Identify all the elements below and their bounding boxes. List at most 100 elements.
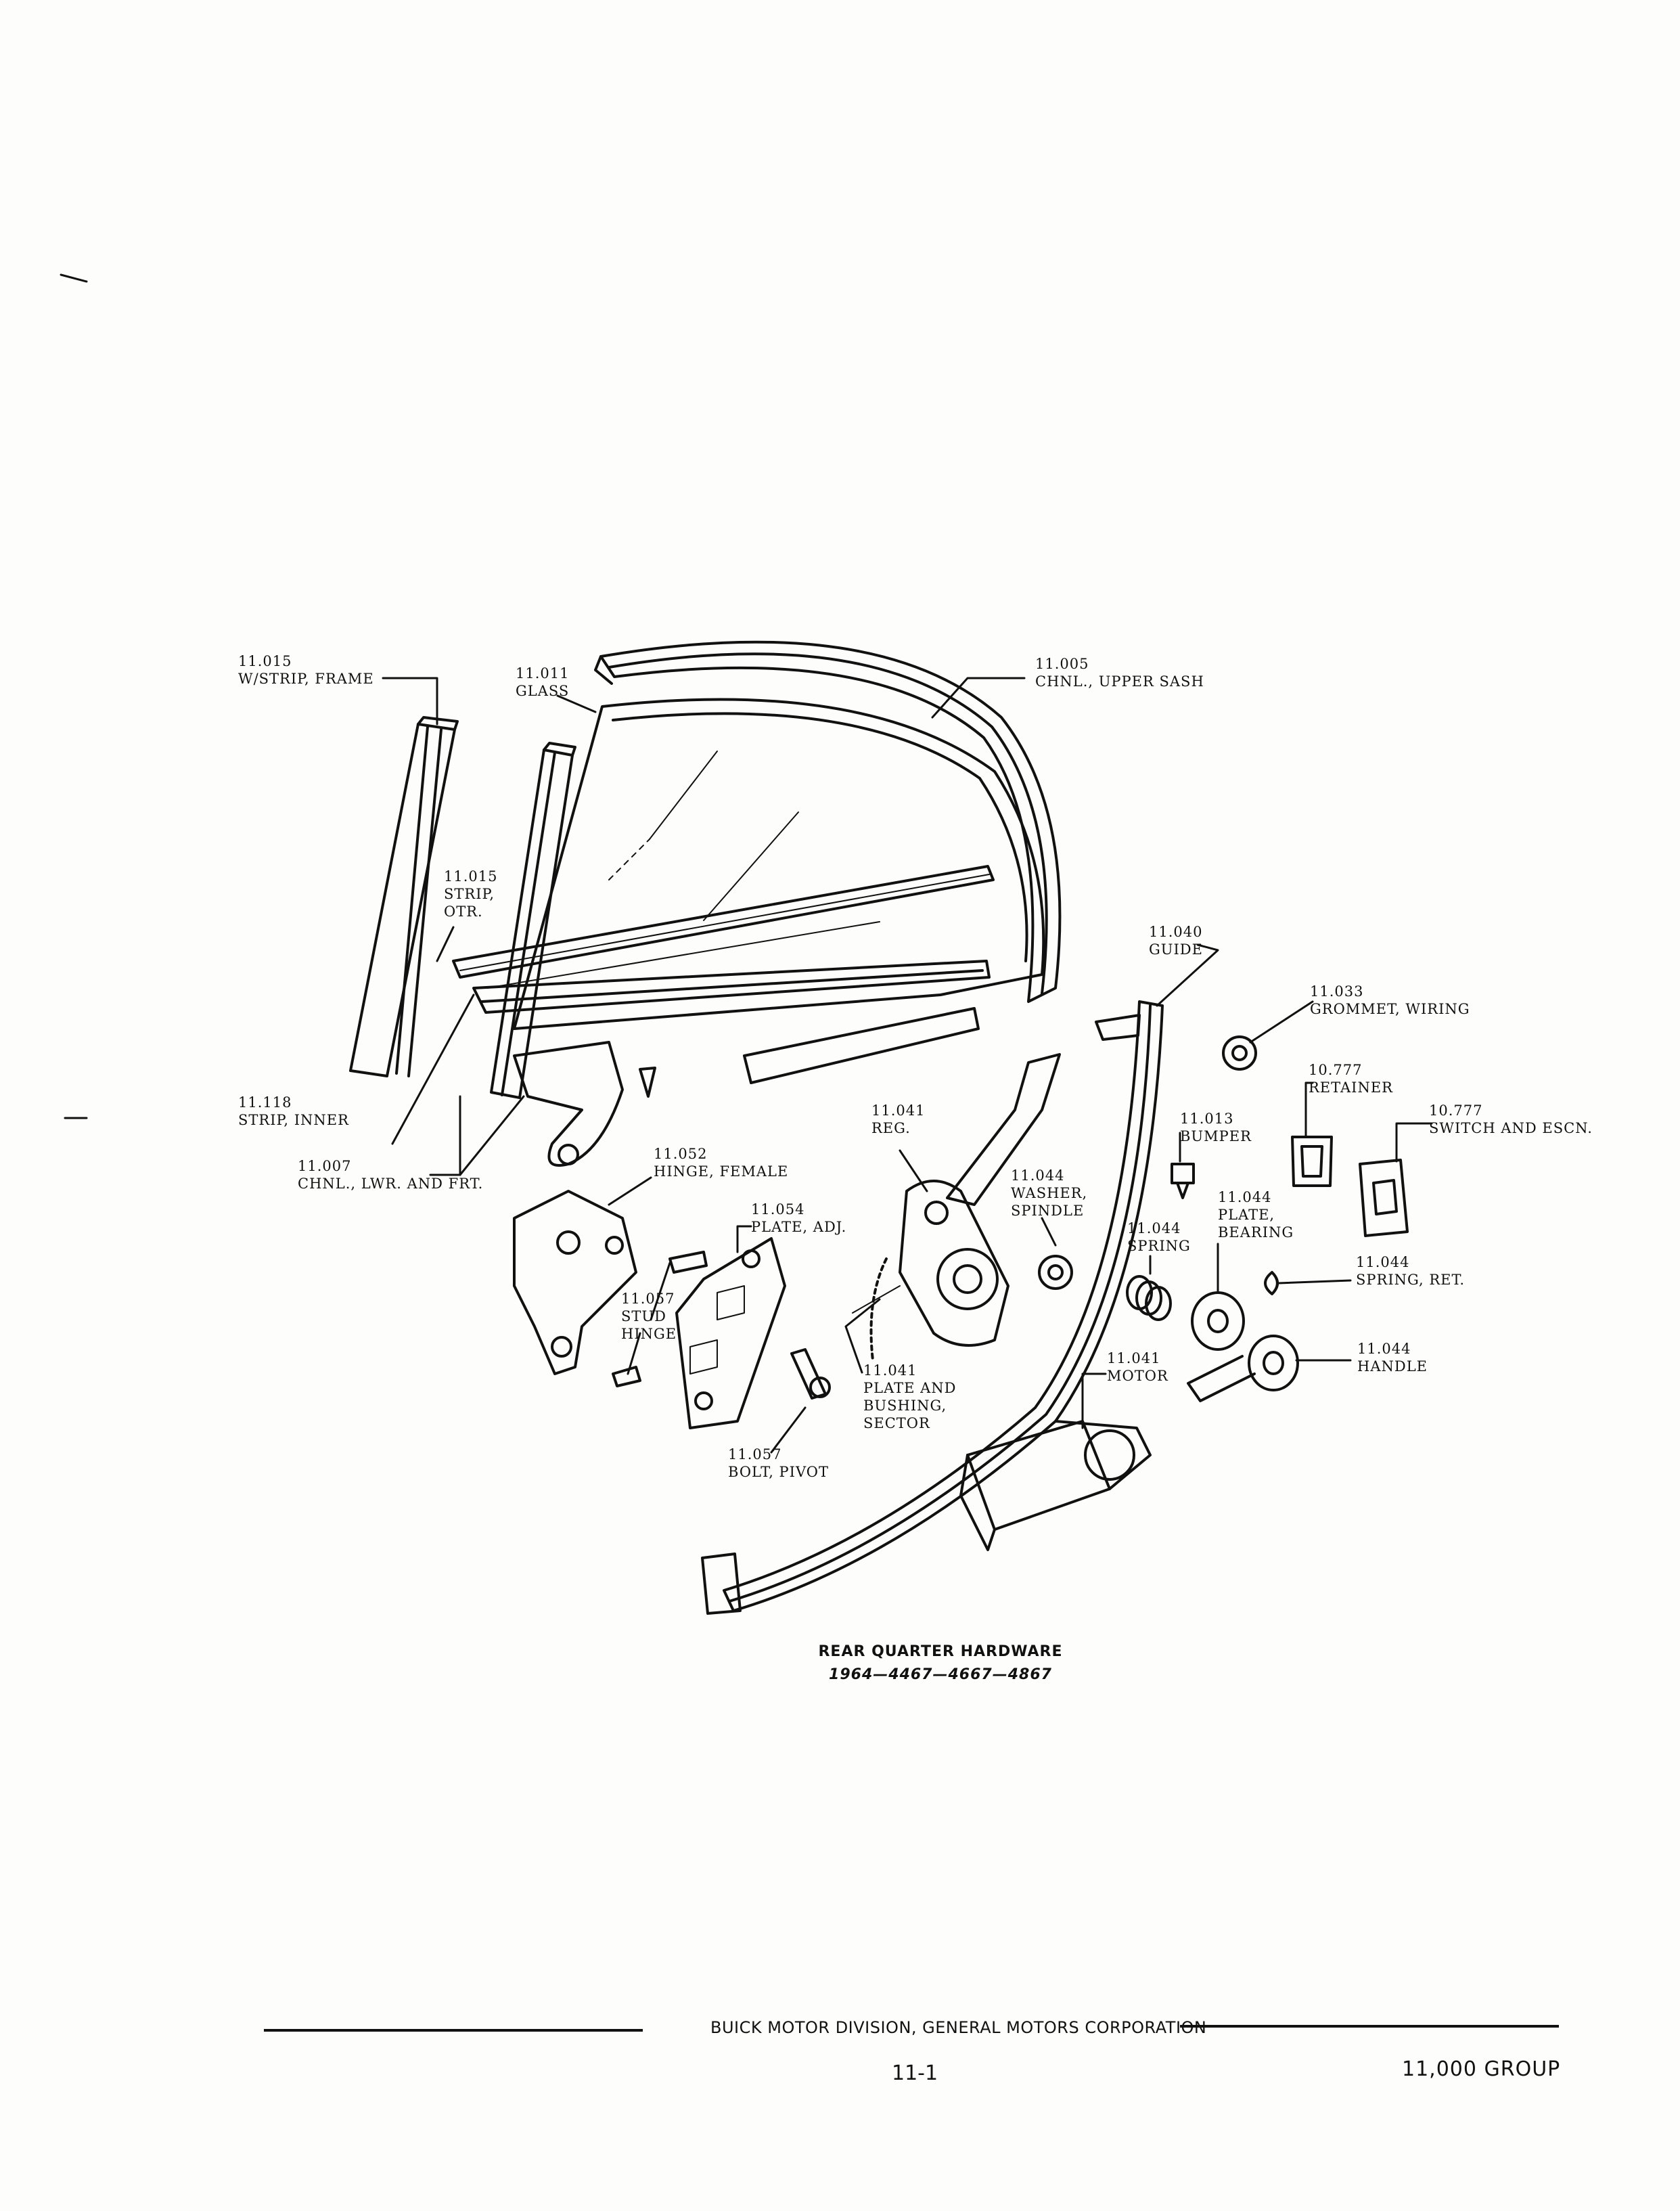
part-number: 11.044	[1127, 1220, 1181, 1236]
part-number: 10.777	[1429, 1102, 1483, 1119]
spring-part	[1126, 1275, 1172, 1321]
part-number: 11.005	[1035, 656, 1089, 672]
label-retaining-spring: 11.044 SPRING, RET.	[1356, 1253, 1465, 1289]
part-name: BOLT, PIVOT	[728, 1464, 829, 1480]
part-name: BUSHING,	[863, 1398, 947, 1414]
guide-rail-part	[701, 1000, 1164, 1615]
glass-part	[452, 698, 1045, 1167]
part-number: 11.044	[1356, 1254, 1410, 1270]
bearing-plate-part	[1191, 1291, 1245, 1351]
label-strip-outer: 11.015 STRIP, OTR.	[444, 868, 497, 920]
label-motor: 11.041 MOTOR	[1107, 1349, 1168, 1385]
label-switch-escutcheon: 10.777 SWITCH AND ESCN.	[1429, 1102, 1593, 1137]
label-guide: 11.040 GUIDE	[1149, 923, 1203, 958]
label-adjustment-plate: 11.054 PLATE, ADJ.	[751, 1201, 846, 1236]
part-number: 11.015	[444, 868, 498, 885]
lower-front-channel-part	[472, 742, 991, 1099]
part-name: GLASS	[516, 683, 570, 699]
part-number: 11.041	[1107, 1350, 1161, 1366]
part-name: W/STRIP, FRAME	[238, 671, 374, 687]
part-name: HANDLE	[1357, 1358, 1428, 1375]
label-regulator: 11.041 REG.	[871, 1102, 925, 1137]
hinge-female-part	[513, 1190, 637, 1375]
retainer-part	[1291, 1136, 1333, 1187]
part-name: WASHER,	[1011, 1185, 1088, 1201]
footer-division: BUICK MOTOR DIVISION, GENERAL MOTORS COR…	[710, 2018, 1207, 2037]
part-number: 11.054	[751, 1201, 805, 1218]
part-number: 11.007	[298, 1158, 352, 1174]
adjustment-plate-part	[675, 1237, 786, 1429]
leader-lines	[382, 677, 1433, 1454]
pivot-bolt-part	[790, 1348, 831, 1400]
label-retainer: 10.777 RETAINER	[1309, 1061, 1393, 1096]
handle-part	[1187, 1335, 1299, 1402]
bumper-part	[1171, 1163, 1195, 1199]
part-number: 11.011	[516, 665, 570, 682]
label-bearing-plate: 11.044 PLATE, BEARING	[1218, 1188, 1294, 1241]
part-name: SPINDLE	[1011, 1203, 1085, 1219]
part-name: PLATE, ADJ.	[751, 1219, 847, 1235]
part-name: PLATE,	[1218, 1207, 1275, 1223]
part-number: 11.052	[654, 1146, 708, 1162]
label-washer-spindle: 11.044 WASHER, SPINDLE	[1011, 1167, 1087, 1220]
part-name: BEARING	[1218, 1224, 1294, 1241]
part-number: 11.044	[1011, 1167, 1065, 1184]
part-name: MOTOR	[1107, 1368, 1168, 1384]
part-number: 11.118	[238, 1094, 292, 1111]
footer-page-number: 11-1	[892, 2061, 938, 2085]
part-number: 11.044	[1218, 1189, 1272, 1205]
part-number: 11.015	[238, 653, 292, 669]
scan-mark	[60, 273, 88, 283]
part-name: PLATE AND	[863, 1380, 957, 1396]
label-pivot-bolt: 11.057 BOLT, PIVOT	[728, 1446, 829, 1481]
grommet-part	[1222, 1035, 1257, 1071]
label-spring: 11.044 SPRING	[1127, 1220, 1191, 1255]
part-name: SPRING, RET.	[1356, 1272, 1466, 1288]
label-lower-front-channel: 11.007 CHNL., LWR. AND FRT.	[298, 1157, 483, 1192]
label-handle: 11.044 HANDLE	[1357, 1340, 1428, 1375]
part-number: 11.057	[728, 1446, 782, 1462]
part-number: 11.033	[1310, 983, 1364, 1000]
label-grommet-wiring: 11.033 GROMMET, WIRING	[1310, 983, 1470, 1018]
motor-part	[959, 1420, 1152, 1551]
part-number: 11.041	[871, 1102, 926, 1119]
part-name: SECTOR	[863, 1415, 930, 1431]
part-number: 11.013	[1180, 1111, 1234, 1127]
part-number: 10.777	[1309, 1062, 1363, 1078]
part-name: SWITCH AND ESCN.	[1429, 1120, 1593, 1136]
label-strip-inner: 11.118 STRIP, INNER	[238, 1094, 349, 1129]
part-name: REG.	[871, 1120, 911, 1136]
label-upper-sash-channel: 11.005 CHNL., UPPER SASH	[1035, 655, 1204, 690]
label-hinge-female: 11.052 HINGE, FEMALE	[654, 1145, 788, 1180]
label-weatherstrip-frame: 11.015 W/STRIP, FRAME	[238, 652, 374, 688]
part-name: SPRING	[1127, 1238, 1191, 1254]
part-name: CHNL., LWR. AND FRT.	[298, 1176, 484, 1192]
part-name: OTR.	[444, 903, 483, 920]
footer-rule-right	[1180, 2025, 1559, 2028]
retaining-spring-part	[1264, 1271, 1279, 1295]
footer-rule-left	[264, 2029, 643, 2032]
part-name: STUD	[621, 1308, 666, 1324]
weatherstrip-frame-part	[349, 716, 459, 1077]
part-name: HINGE	[621, 1326, 677, 1342]
part-name: RETAINER	[1309, 1079, 1393, 1096]
label-hinge-stud: 11.057 STUD HINGE	[621, 1290, 677, 1343]
part-name: CHNL., UPPER SASH	[1035, 673, 1204, 690]
part-name: STRIP,	[444, 886, 495, 902]
part-name: GUIDE	[1149, 941, 1203, 958]
part-name: HINGE, FEMALE	[654, 1163, 789, 1180]
part-name: BUMPER	[1180, 1128, 1252, 1144]
part-name: STRIP, INNER	[238, 1112, 349, 1128]
label-bumper: 11.013 BUMPER	[1180, 1110, 1252, 1145]
part-number: 11.040	[1149, 924, 1203, 940]
part-name: GROMMET, WIRING	[1310, 1001, 1470, 1017]
regulator-part	[852, 1053, 1073, 1362]
switch-escutcheon-part	[1359, 1159, 1409, 1237]
part-number: 11.044	[1357, 1341, 1411, 1357]
upper-sash-channel-part	[594, 640, 1062, 1003]
label-plate-bushing-sector: 11.041 PLATE AND BUSHING, SECTOR	[863, 1362, 956, 1432]
label-glass: 11.011 GLASS	[516, 665, 569, 700]
diagram-caption-title: REAR QUARTER HARDWARE	[818, 1643, 1063, 1660]
